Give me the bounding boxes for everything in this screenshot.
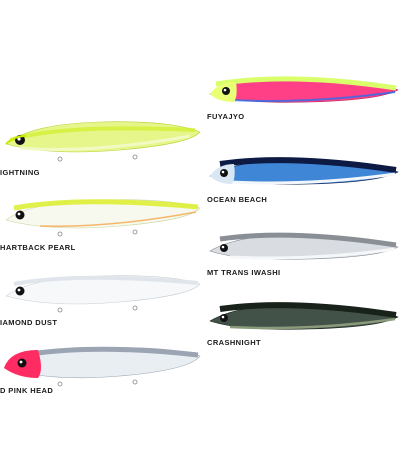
lure-chartback-pearl	[5, 199, 201, 237]
lure-fuyajyo	[209, 76, 399, 103]
lure-ocean-beach	[209, 157, 399, 185]
lure-crashnight	[209, 302, 399, 330]
label-mt-trans-iwashi: MT TRANS IWASHI	[207, 268, 281, 277]
label-crashnight: CRASHNIGHT	[207, 338, 261, 347]
label-chartback-pearl: HARTBACK PEARL	[0, 243, 76, 252]
label-lightning: IGHTNING	[0, 168, 40, 177]
lure-mt-trans-iwashi	[209, 232, 399, 260]
lure-lightning	[5, 121, 201, 162]
label-diamond-dust: IAMOND DUST	[0, 318, 58, 327]
label-fuyajyo: FUYAJYO	[207, 112, 245, 121]
lure-pink-head	[3, 346, 201, 387]
label-pink-head: D PINK HEAD	[0, 386, 54, 395]
label-ocean-beach: OCEAN BEACH	[207, 195, 268, 204]
lure-diamond-dust	[5, 275, 201, 313]
